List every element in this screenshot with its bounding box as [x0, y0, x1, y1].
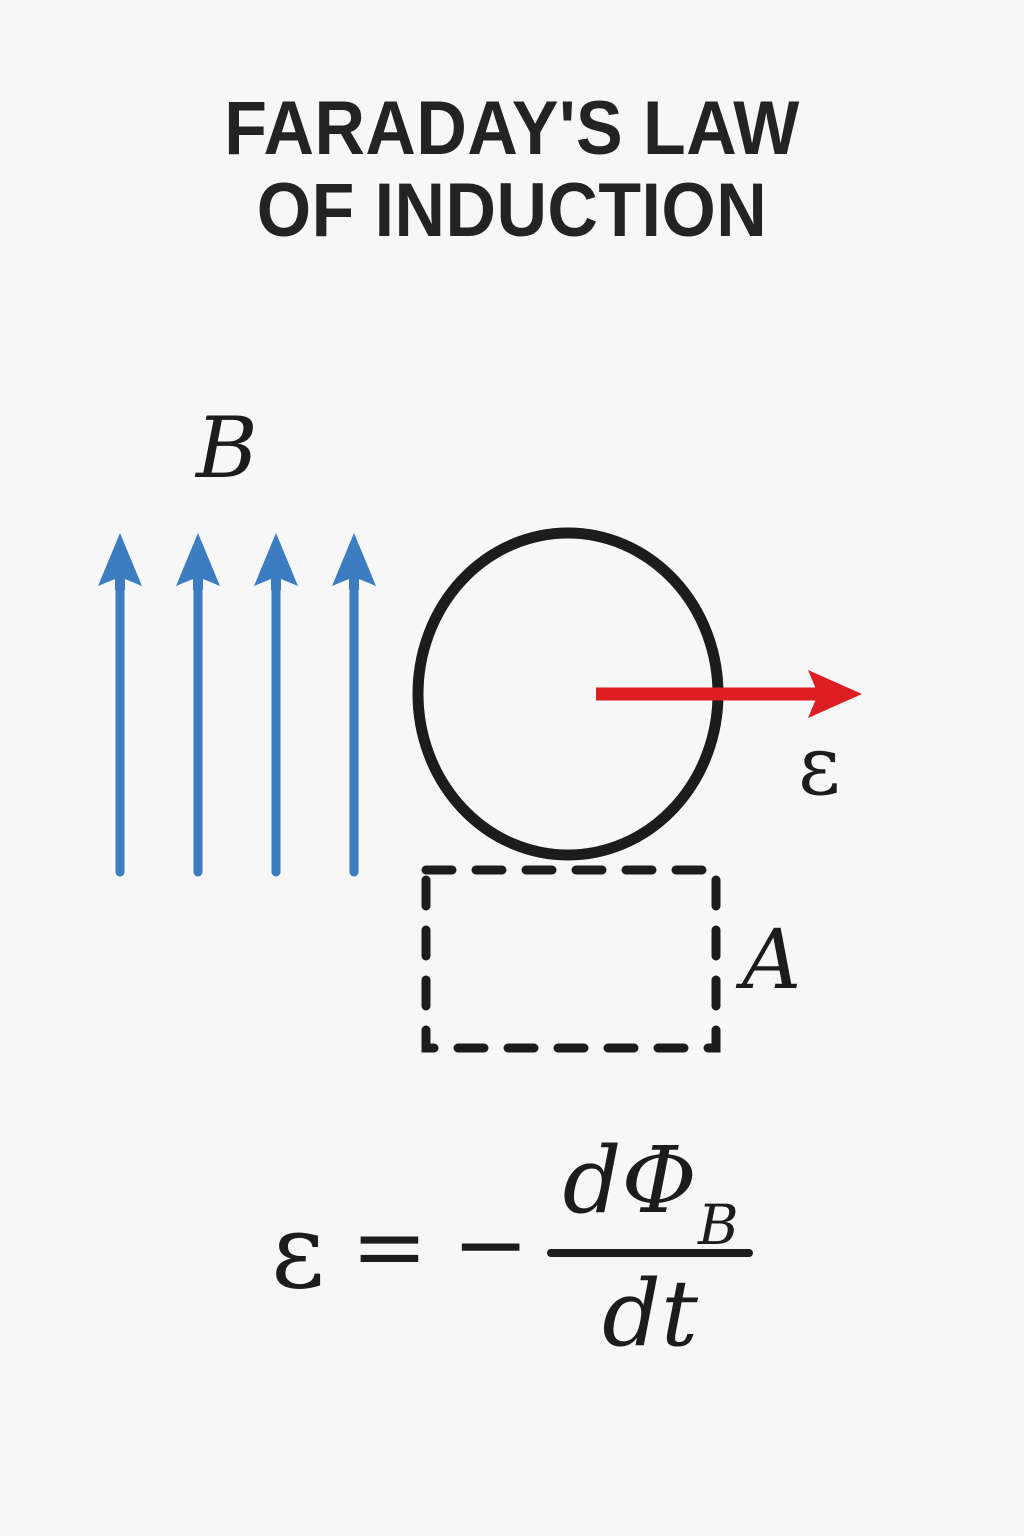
page-title: FARADAY'S LAW OF INDUCTION	[0, 88, 1024, 252]
formula-numerator-subscript: B	[698, 1193, 739, 1258]
formula-emf-symbol: ε	[270, 1190, 325, 1313]
field-arrow-1	[98, 533, 142, 877]
formula-fraction: dΦB dt	[547, 1132, 754, 1367]
faraday-law-formula: ε = − dΦB dt	[0, 1132, 1024, 1362]
field-arrow-4	[332, 533, 376, 877]
field-arrow-3	[254, 533, 298, 877]
formula-equals-sign: =	[350, 1193, 428, 1301]
formula-numerator-phi: Φ	[621, 1127, 697, 1234]
area-label-A: A	[742, 913, 802, 1008]
emf-label-epsilon: ε	[798, 719, 841, 814]
title-line-2: OF INDUCTION	[256, 168, 768, 253]
field-label-B: B	[196, 399, 258, 497]
formula-denominator: dt	[602, 1259, 698, 1367]
emf-arrow	[596, 670, 862, 718]
formula-numerator: dΦB	[553, 1132, 748, 1255]
field-arrow-2	[176, 533, 220, 877]
magnetic-field-arrows	[98, 533, 376, 877]
area-rectangle	[421, 865, 721, 1053]
title-line-1: FARADAY'S LAW	[224, 86, 800, 171]
formula-fraction-bar	[547, 1248, 754, 1257]
formula-numerator-d: d	[562, 1127, 622, 1234]
formula-minus-sign: −	[451, 1191, 530, 1299]
